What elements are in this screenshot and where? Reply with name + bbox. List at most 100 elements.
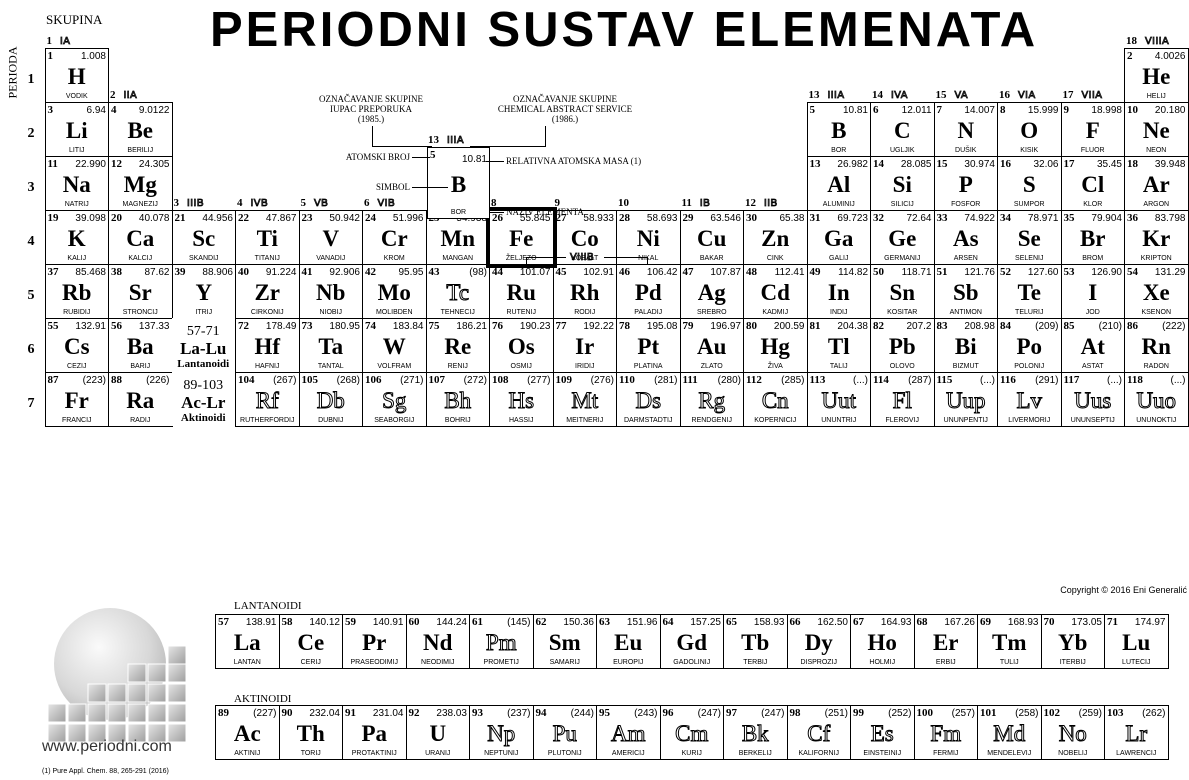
website-link[interactable]: www.periodni.com xyxy=(42,738,172,755)
